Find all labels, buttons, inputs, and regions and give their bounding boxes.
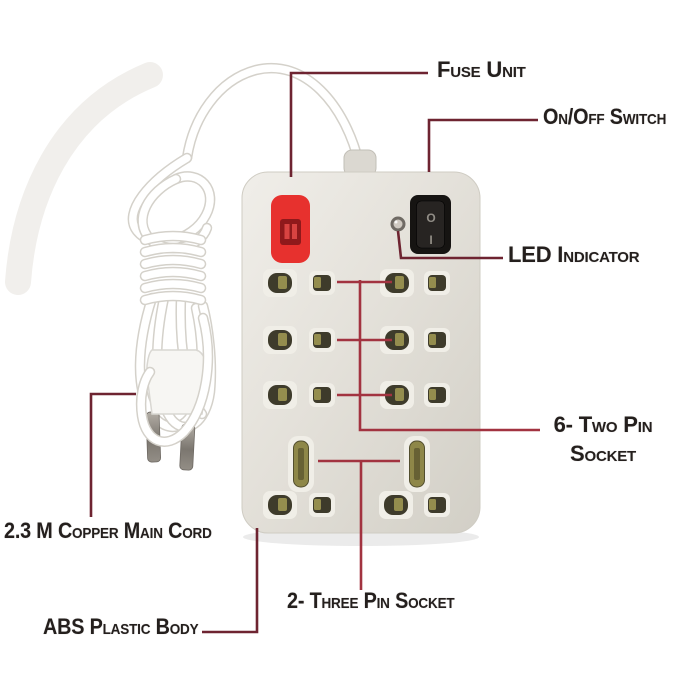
switch-marking-off: O xyxy=(426,211,435,225)
on-off-callout-line xyxy=(427,118,538,172)
fuse-unit xyxy=(271,195,310,263)
switch-marking-on: I xyxy=(429,233,432,247)
led-callout-line xyxy=(396,230,503,260)
two-pin-socket-label: 6- Two Pin Socket xyxy=(538,410,668,468)
on-off-switch: O I xyxy=(410,195,451,254)
fuse-callout-line xyxy=(289,71,428,177)
three-pin-callout-line xyxy=(318,459,400,590)
led-indicator-label: LED Indicator xyxy=(508,242,640,267)
background-swoosh xyxy=(5,62,163,295)
two-pin-socket-label-line1: 6- Two Pin xyxy=(553,412,653,437)
plug-body xyxy=(146,349,208,415)
callout-lines xyxy=(89,71,540,634)
fuse-unit-label: Fuse Unit xyxy=(437,57,526,82)
led-indicator xyxy=(390,216,406,232)
abs-body-label: ABS Plastic Body xyxy=(43,614,199,639)
main-cord-front xyxy=(135,312,214,447)
two-pin-plug xyxy=(145,349,208,471)
two-pin-callout-line xyxy=(337,280,540,432)
on-off-switch-label: On/Off Switch xyxy=(543,104,667,129)
abs-body-callout-line xyxy=(202,528,259,634)
main-cord-label: 2.3 M Copper Main Cord xyxy=(4,518,212,543)
cord-wrap-band xyxy=(139,230,207,306)
three-pin-socket-label: 2- Three Pin Socket xyxy=(287,588,455,613)
two-pin-socket-label-line2: Socket xyxy=(570,441,636,466)
cord-callout-line xyxy=(89,392,136,517)
